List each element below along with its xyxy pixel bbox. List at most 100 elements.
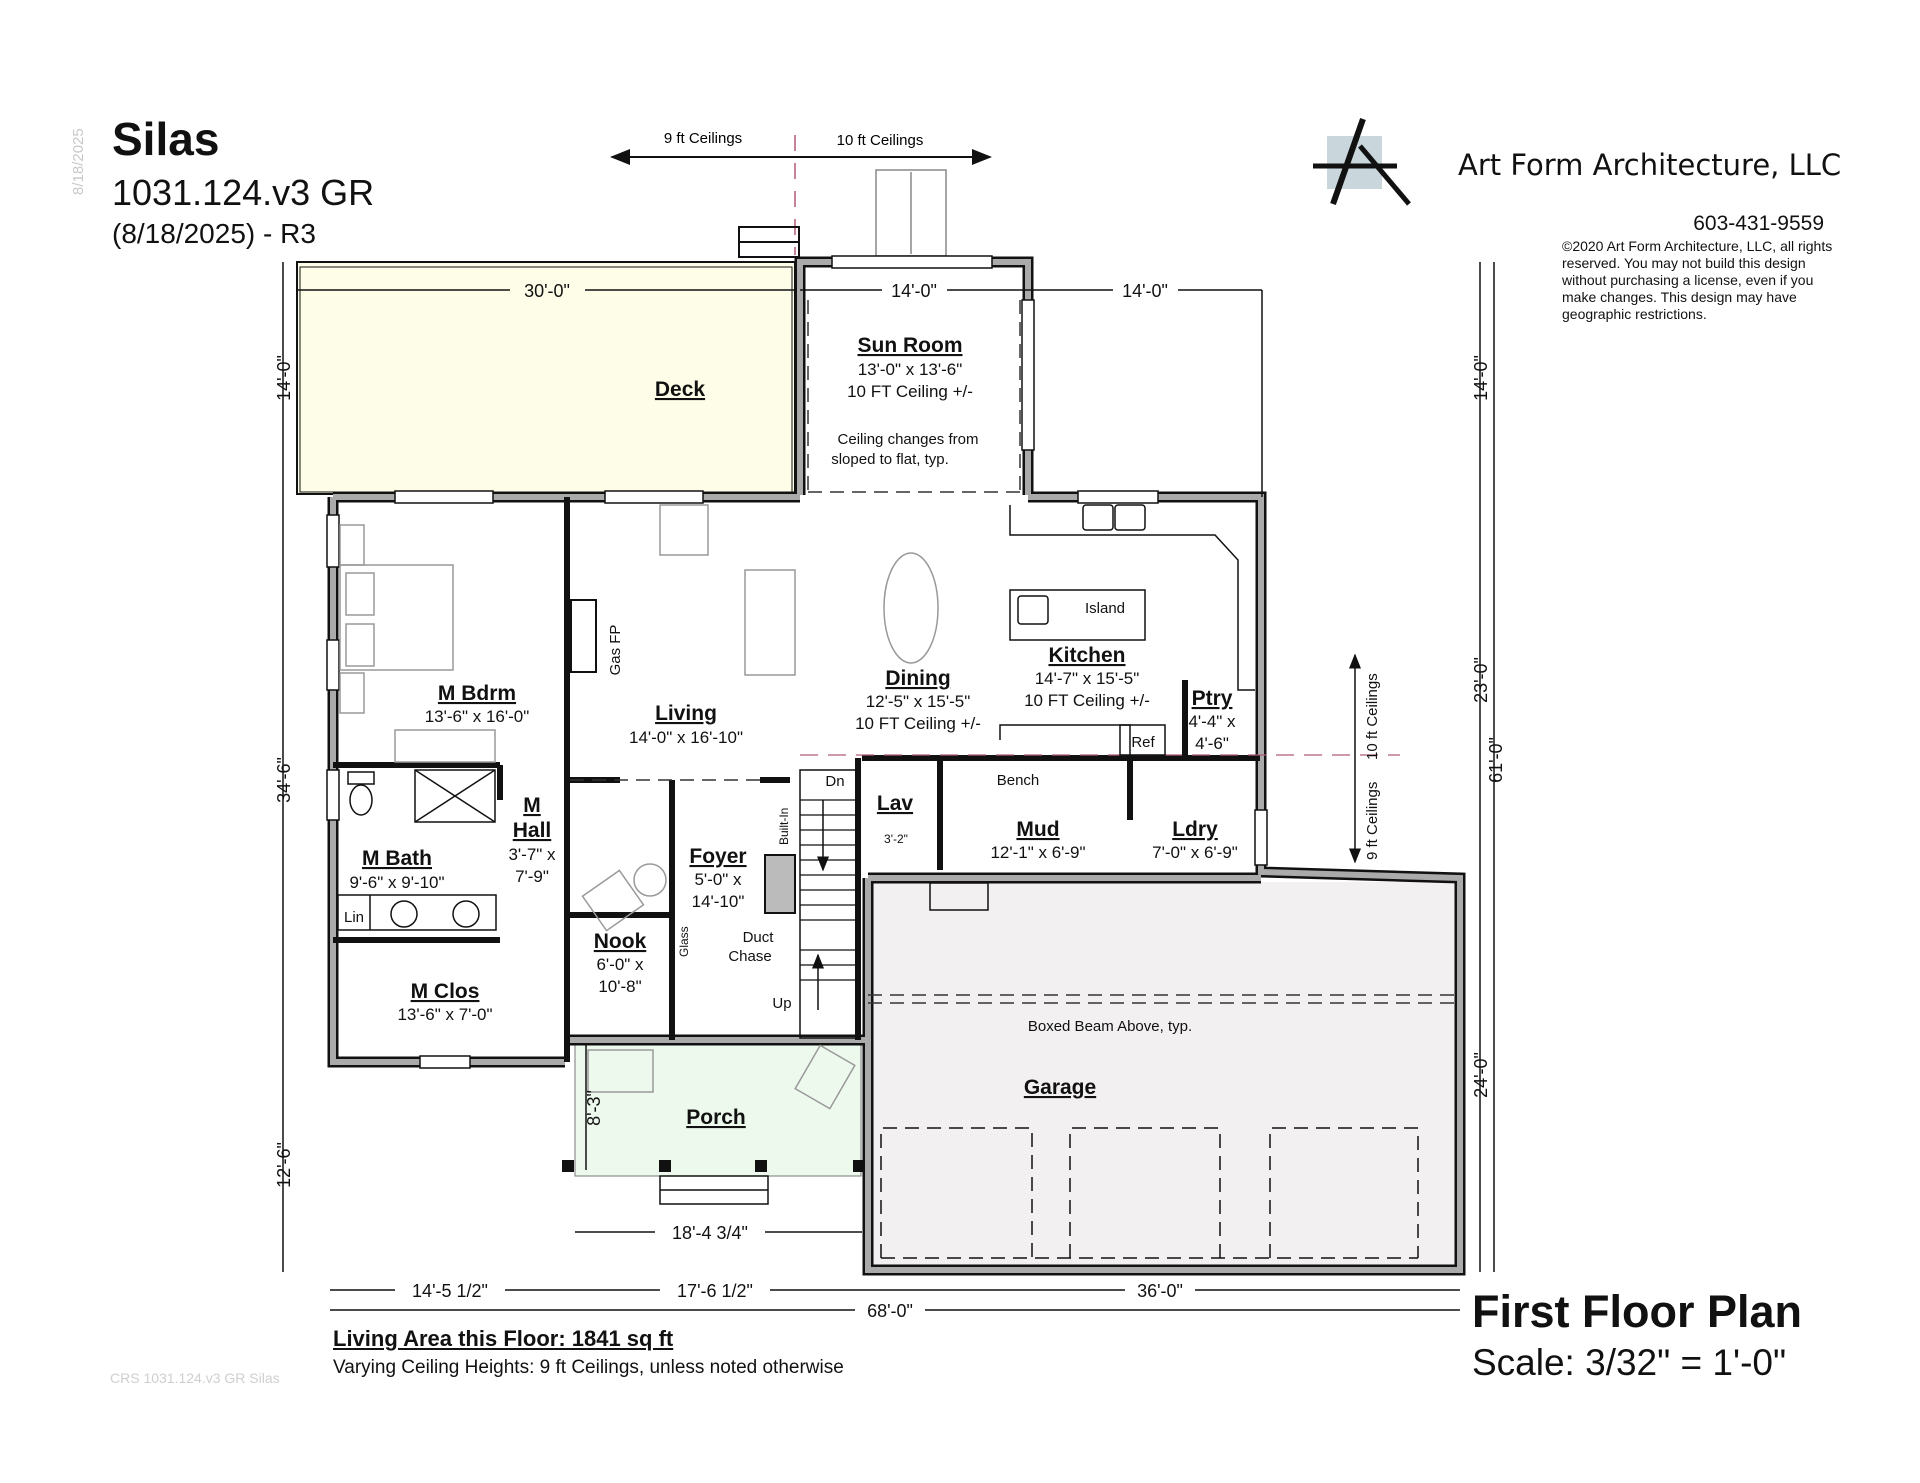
svg-text:Built-In: Built-In (777, 808, 791, 845)
svg-text:9'-6" x 9'-10": 9'-6" x 9'-10" (349, 873, 444, 892)
svg-text:Ref: Ref (1131, 734, 1155, 751)
svg-text:4'-4" x: 4'-4" x (1188, 712, 1236, 731)
svg-text:14'-0": 14'-0" (274, 355, 294, 401)
plan-number: 1031.124.v3 GR (112, 172, 375, 213)
svg-text:5'-0" x: 5'-0" x (694, 870, 742, 889)
revision-date: (8/18/2025) - R3 (112, 218, 316, 249)
room-ptry: Ptry (1192, 687, 1233, 710)
svg-text:61'-0": 61'-0" (1486, 737, 1506, 783)
svg-text:12'-1" x 6'-9": 12'-1" x 6'-9" (990, 843, 1085, 862)
duct-chase (764, 854, 796, 914)
svg-text:Gas FP: Gas FP (607, 625, 624, 676)
svg-text:10 ft Ceilings: 10 ft Ceilings (1364, 673, 1381, 760)
fireplace-icon (570, 599, 597, 673)
svg-text:7'-0" x 6'-9": 7'-0" x 6'-9" (1152, 843, 1238, 862)
room-m-clos: M Clos (411, 980, 480, 1003)
svg-text:14'-0" x 16'-10": 14'-0" x 16'-10" (629, 728, 743, 747)
room-labels: Deck Sun Room 13'-0" x 13'-6" 10 FT Ceil… (344, 334, 1238, 1129)
room-ldry: Ldry (1172, 818, 1218, 841)
svg-text:36'-0": 36'-0" (1137, 1281, 1183, 1301)
svg-text:Hall: Hall (513, 819, 552, 842)
room-deck: Deck (655, 378, 706, 401)
room-nook: Nook (594, 930, 647, 953)
svg-text:14'-0": 14'-0" (1471, 355, 1491, 401)
svg-text:13'-6" x 16'-0": 13'-6" x 16'-0" (425, 707, 530, 726)
stairs-down-label: Dn (825, 773, 844, 790)
svg-text:9 ft Ceilings: 9 ft Ceilings (1364, 782, 1381, 860)
toilet-icon (347, 771, 375, 816)
room-living: Living (655, 702, 717, 725)
interior-walls (333, 497, 1260, 1062)
svg-text:8'-3": 8'-3" (584, 1090, 604, 1126)
furniture (339, 504, 939, 1110)
file-name-watermark: CRS 1031.124.v3 GR Silas (110, 1370, 280, 1386)
svg-text:7'-9": 7'-9" (515, 867, 549, 886)
svg-text:Duct: Duct (743, 929, 775, 946)
svg-text:14'-7" x 15'-5": 14'-7" x 15'-5" (1035, 669, 1140, 688)
company-phone: 603-431-9559 (1693, 212, 1824, 235)
plan-title: First Floor Plan (1472, 1286, 1803, 1337)
svg-text:23'-0": 23'-0" (1471, 657, 1491, 703)
dashed-openings (570, 300, 1460, 1004)
chimney-box (738, 226, 800, 258)
room-dining: Dining (885, 667, 950, 690)
svg-text:10'-8": 10'-8" (598, 977, 641, 996)
svg-text:9 ft Ceilings: 9 ft Ceilings (664, 130, 742, 147)
room-kitchen: Kitchen (1048, 644, 1125, 667)
room-foyer: Foyer (689, 845, 746, 868)
room-m-hall: M (523, 794, 541, 817)
room-sun-room: Sun Room (858, 334, 963, 357)
svg-text:12'-6": 12'-6" (274, 1142, 294, 1188)
room-lav: Lav (877, 792, 914, 815)
ceiling-split-top: 9 ft Ceilings 10 ft Ceilings (610, 130, 992, 255)
room-porch: Porch (686, 1106, 746, 1129)
svg-text:10 FT Ceiling +/-: 10 FT Ceiling +/- (855, 714, 981, 733)
garage-doors (880, 1127, 1419, 1259)
svg-text:14'-0": 14'-0" (1122, 281, 1168, 301)
room-m-bath: M Bath (362, 847, 432, 870)
svg-text:4'-6": 4'-6" (1195, 734, 1229, 753)
svg-text:30'-0": 30'-0" (524, 281, 570, 301)
svg-text:13'-0" x 13'-6": 13'-0" x 13'-6" (858, 360, 963, 379)
svg-text:13'-6" x 7'-0": 13'-6" x 7'-0" (397, 1005, 492, 1024)
vanity-sinks (337, 894, 497, 931)
svg-text:Glass: Glass (677, 926, 691, 957)
svg-text:Island: Island (1085, 600, 1125, 617)
kitchen-counters (999, 505, 1255, 756)
porch-posts (562, 1160, 865, 1172)
staircase (799, 769, 857, 1039)
svg-text:Boxed Beam Above, typ.: Boxed Beam Above, typ. (1028, 1018, 1192, 1035)
svg-text:sloped to flat, typ.: sloped to flat, typ. (831, 451, 949, 468)
stairs-up-label: Up (772, 995, 791, 1012)
svg-text:Ceiling changes from: Ceiling changes from (838, 431, 979, 448)
svg-text:Chase: Chase (728, 948, 771, 965)
svg-text:3'-7" x: 3'-7" x (508, 845, 556, 864)
porch-steps (659, 882, 989, 1205)
svg-text:10 FT Ceiling +/-: 10 FT Ceiling +/- (847, 382, 973, 401)
porch-area (574, 1042, 862, 1177)
svg-text:Lin: Lin (344, 909, 364, 926)
sink-icon (1017, 504, 1146, 625)
room-mud: Mud (1016, 818, 1059, 841)
svg-text:3'-2": 3'-2" (884, 832, 908, 846)
svg-text:24'-0": 24'-0" (1471, 1052, 1491, 1098)
plan-scale: Scale: 3/32" = 1'-0" (1472, 1342, 1787, 1383)
shower-icon (414, 769, 496, 823)
svg-text:14'-5 1/2": 14'-5 1/2" (412, 1281, 488, 1301)
room-m-bdrm: M Bdrm (438, 682, 516, 705)
svg-text:10 FT Ceiling +/-: 10 FT Ceiling +/- (1024, 691, 1150, 710)
ceiling-height-note: Varying Ceiling Heights: 9 ft Ceilings, … (333, 1357, 844, 1378)
svg-text:14'-10": 14'-10" (692, 892, 745, 911)
svg-text:6'-0" x: 6'-0" x (596, 955, 644, 974)
plan-name: Silas (112, 113, 220, 165)
sliding-door-icon (875, 169, 947, 257)
living-area-total: Living Area this Floor: 1841 sq ft (333, 1326, 674, 1351)
windows (326, 255, 1268, 1069)
svg-text:18'-4 3/4": 18'-4 3/4" (672, 1223, 748, 1243)
svg-text:34'-6": 34'-6" (274, 757, 294, 803)
svg-text:12'-5" x 15'-5": 12'-5" x 15'-5" (866, 692, 971, 711)
svg-text:10 ft Ceilings: 10 ft Ceilings (837, 132, 924, 149)
svg-text:68'-0": 68'-0" (867, 1301, 913, 1321)
dimension-labels: 30'-0" 14'-0" 14'-0" 14'-0" 34'-6" 12'-6… (274, 280, 1506, 1321)
